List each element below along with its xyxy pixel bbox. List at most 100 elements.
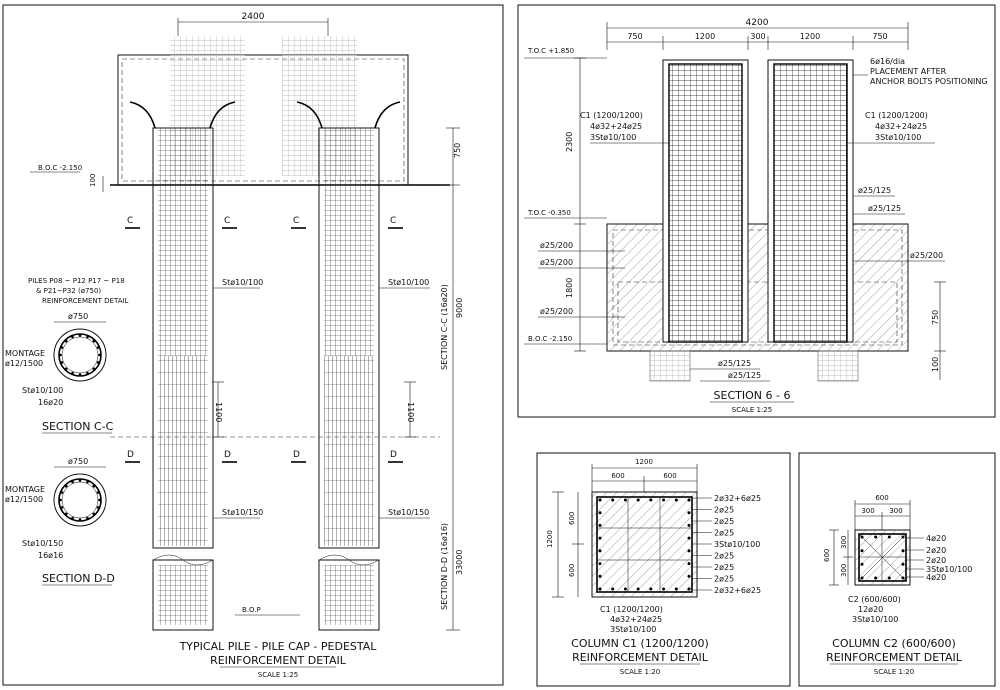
rebar-dot <box>662 587 666 591</box>
rebar-dot <box>71 335 74 339</box>
rebar-dot <box>611 587 615 591</box>
dim-100-text: 100 <box>89 174 97 187</box>
boc-66-label: B.O.C -2.150 <box>528 335 572 343</box>
rebar-dot <box>874 535 878 539</box>
svg-text:MONTAGE: MONTAGE <box>5 485 45 494</box>
dim-9000-text: 9000 <box>455 298 464 318</box>
svg-text:300: 300 <box>861 507 874 515</box>
c1-right-label: C1 (1200/1200) <box>865 111 928 120</box>
c2-bar-label: 2ø20 <box>926 556 946 565</box>
svg-text:MONTAGE: MONTAGE <box>5 349 45 358</box>
pile-detail-subtitle: REINFORCEMENT DETAIL <box>210 654 347 667</box>
svg-text:600: 600 <box>568 512 576 525</box>
rebar-dot <box>649 498 653 502</box>
svg-text:4ø32+24ø25: 4ø32+24ø25 <box>875 122 927 131</box>
rebar-dot <box>64 484 68 488</box>
svg-text:ø12/1500: ø12/1500 <box>5 359 43 368</box>
rebar-dot <box>611 498 615 502</box>
right-dimension-chain: 750 SECTION C-C (16ø20) 9000 SECTION D-D… <box>440 127 464 631</box>
svg-text:ø25/200: ø25/200 <box>540 307 573 316</box>
dim-2400-text: 2400 <box>242 12 265 22</box>
svg-text:REINFORCEMENT DETAIL: REINFORCEMENT DETAIL <box>826 651 963 664</box>
pile-cap-section <box>606 223 909 352</box>
svg-text:3Stø10/100: 3Stø10/100 <box>610 625 656 634</box>
rebar-dot <box>60 506 64 509</box>
rebar-dot <box>64 367 68 371</box>
rebar-dot <box>96 506 100 509</box>
svg-text:Stø10/150: Stø10/150 <box>22 539 63 548</box>
svg-text:4ø32+24ø25: 4ø32+24ø25 <box>590 122 642 131</box>
stirrup-label-4: Stø10/150 <box>388 508 429 517</box>
svg-text:2300: 2300 <box>565 132 574 152</box>
dim-1100-left: 1100 <box>214 402 223 422</box>
boc-label: B.O.C -2.150 <box>38 164 82 172</box>
rebar-dot <box>623 498 627 502</box>
svg-text:ø750: ø750 <box>68 457 88 466</box>
rebar-dot <box>96 361 100 364</box>
svg-text:600: 600 <box>611 472 624 480</box>
c1-caption: C1 (1200/1200) <box>600 605 663 614</box>
section-dd-title: SECTION D-D <box>42 572 115 585</box>
c2-caption: C2 (600/600) <box>848 595 901 604</box>
rebar-dot <box>901 549 905 553</box>
svg-text:3Stø10/100: 3Stø10/100 <box>875 133 921 142</box>
rebar-dot <box>92 339 96 343</box>
svg-text:3Stø10/100: 3Stø10/100 <box>590 133 636 142</box>
c2-bar-label: 4ø20 <box>926 534 946 543</box>
piles-note-2: & P21~P32 (ø750) <box>36 287 101 295</box>
dim-4200: 4200 <box>746 18 769 28</box>
svg-text:SCALE 1:20: SCALE 1:20 <box>874 668 914 676</box>
c1-bar-label: 2ø25 <box>714 552 734 561</box>
section-cc-title: SECTION C-C <box>42 420 114 433</box>
rebar-dot <box>92 484 96 488</box>
rebar-dot <box>78 373 82 376</box>
section-66-panel: 4200 750 1200 300 1200 750 T.O.C +1.850 … <box>517 4 996 418</box>
c2-bar-label: 2ø20 <box>926 546 946 555</box>
rebar-dot <box>98 498 101 502</box>
rebar-dot <box>860 562 864 566</box>
rebar-dot <box>60 346 64 349</box>
rebar-dot <box>78 518 82 521</box>
rebar-dot <box>901 576 905 580</box>
svg-text:16ø16: 16ø16 <box>38 551 63 560</box>
svg-text:300: 300 <box>840 536 848 549</box>
column-c1-panel: 1200 600 600 1200 600 600 2ø32+6ø252ø252… <box>536 452 791 687</box>
c1-bar-label: 2ø25 <box>714 563 734 572</box>
pile-detail-panel: 2400 B.O.C -2 <box>2 4 504 686</box>
piles-note-3: REINFORCEMENT DETAIL <box>42 297 129 305</box>
c1-section <box>591 491 698 598</box>
svg-text:C: C <box>127 216 133 226</box>
section-dd-detail: ø750 MONTAGE ø12/1500 Stø10/150 16ø16 SE… <box>5 457 115 586</box>
svg-text:750: 750 <box>627 32 642 41</box>
rebar-dot <box>59 498 62 502</box>
rebar-dot <box>86 480 89 484</box>
svg-text:4ø32+24ø25: 4ø32+24ø25 <box>610 615 662 624</box>
section-66-title: SECTION 6 - 6 <box>714 389 791 402</box>
c1-bar-label: 2ø25 <box>714 575 734 584</box>
rebar-dot <box>86 371 89 375</box>
svg-text:300: 300 <box>840 564 848 577</box>
rebar-dot <box>860 535 864 539</box>
rebar-dot <box>96 346 100 349</box>
svg-text:ø25/200: ø25/200 <box>540 258 573 267</box>
svg-text:C: C <box>224 216 230 226</box>
svg-text:3Stø10/100: 3Stø10/100 <box>852 615 898 624</box>
svg-text:16ø20: 16ø20 <box>38 398 63 407</box>
svg-text:750: 750 <box>872 32 887 41</box>
rebar-dot <box>598 574 602 578</box>
rebar-dot <box>71 516 74 520</box>
c1-bar-label: 2ø32+6ø25 <box>714 494 761 503</box>
rebar-dot <box>887 576 891 580</box>
c1-title: COLUMN C1 (1200/1200) <box>571 637 709 650</box>
svg-text:ø25/200: ø25/200 <box>540 241 573 250</box>
rebar-dot <box>687 549 691 553</box>
rebar-dot <box>687 523 691 527</box>
svg-text:750: 750 <box>931 310 940 325</box>
rebar-dot <box>636 498 640 502</box>
svg-text:D: D <box>224 450 231 460</box>
panel-border <box>2 4 504 686</box>
stirrup-label-3: Stø10/150 <box>222 508 263 517</box>
svg-text:12ø20: 12ø20 <box>858 605 883 614</box>
svg-text:C: C <box>390 216 396 226</box>
